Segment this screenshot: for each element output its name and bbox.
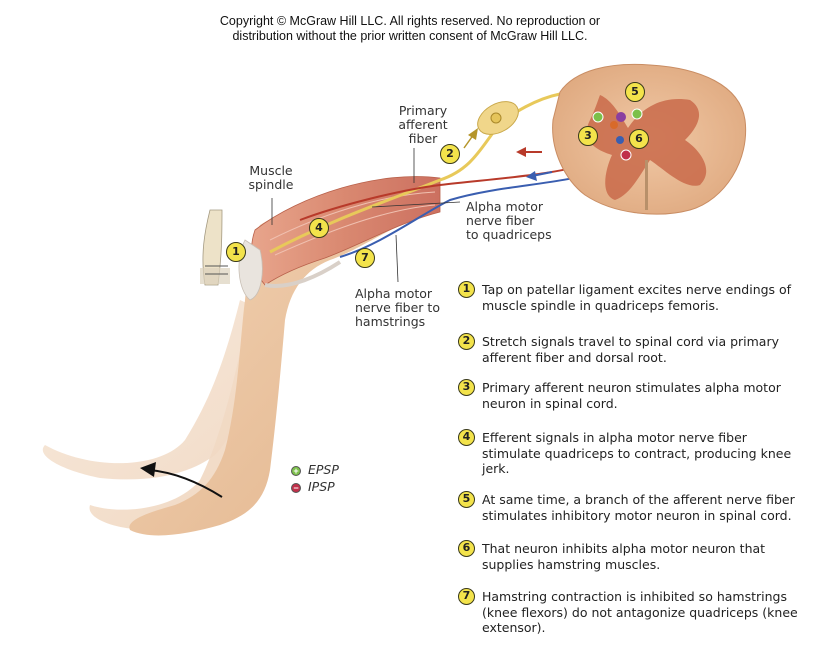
neuron-body-orange xyxy=(610,121,618,129)
badge-6: 6 xyxy=(629,129,649,149)
step-text: At same time, a branch of the afferent n… xyxy=(482,492,795,523)
step-number: 4 xyxy=(458,429,475,446)
epsp-marker-1 xyxy=(592,111,604,123)
step-text: That neuron inhibits alpha motor neuron … xyxy=(482,541,766,572)
step-text: Tap on patellar ligament excites nerve e… xyxy=(482,282,792,313)
reflex-hammer xyxy=(200,209,230,286)
badge-1: 1 xyxy=(226,242,246,262)
badge-7: 7 xyxy=(355,248,375,268)
dorsal-root-ganglion xyxy=(477,101,519,135)
step-number: 5 xyxy=(458,491,475,508)
step-number: 3 xyxy=(458,379,475,396)
neuron-body-blue xyxy=(616,136,624,144)
copyright-notice: Copyright © McGraw Hill LLC. All rights … xyxy=(150,14,670,44)
epsp-legend-icon: + xyxy=(291,466,301,476)
epsp-marker-2 xyxy=(631,108,643,120)
ipsp-legend-icon: − xyxy=(291,483,301,493)
leg-motion-arrow xyxy=(140,462,223,498)
synapse-markers xyxy=(592,108,643,161)
quadriceps-muscle xyxy=(251,176,441,288)
step-text: Hamstring contraction is inhibited so ha… xyxy=(482,589,798,635)
step-text: Efferent signals in alpha motor nerve fi… xyxy=(482,430,792,476)
step-number: 7 xyxy=(458,588,475,605)
leader-lines xyxy=(271,148,461,283)
neuron-body-purple xyxy=(616,112,626,122)
ipsp-marker-1 xyxy=(620,149,632,161)
copyright-line-1: Copyright © McGraw Hill LLC. All rights … xyxy=(219,14,601,28)
badge-5: 5 xyxy=(625,82,645,102)
label-alpha-motor-hamstrings: Alpha motor nerve fiber to hamstrings xyxy=(355,286,440,329)
badge-4: 4 xyxy=(309,218,329,238)
spinal-cord-cross-section xyxy=(552,63,747,215)
label-muscle-spindle: Muscle spindle xyxy=(248,163,294,192)
badge-3: 3 xyxy=(578,126,598,146)
step-text: Stretch signals travel to spinal cord vi… xyxy=(482,334,779,365)
step-number: 6 xyxy=(458,540,475,557)
legend-ipsp-label: IPSP xyxy=(308,479,335,494)
step-number: 1 xyxy=(458,281,475,298)
badge-2: 2 xyxy=(440,144,460,164)
copyright-line-2: distribution without the prior written c… xyxy=(232,29,588,43)
label-alpha-motor-quadriceps: Alpha motor nerve fiber to quadriceps xyxy=(466,199,552,242)
legend-epsp-label: EPSP xyxy=(308,462,339,477)
label-primary-afferent-fiber: Primary afferent fiber xyxy=(398,103,448,146)
step-number: 2 xyxy=(458,333,475,350)
step-text: Primary afferent neuron stimulates alpha… xyxy=(482,380,781,411)
